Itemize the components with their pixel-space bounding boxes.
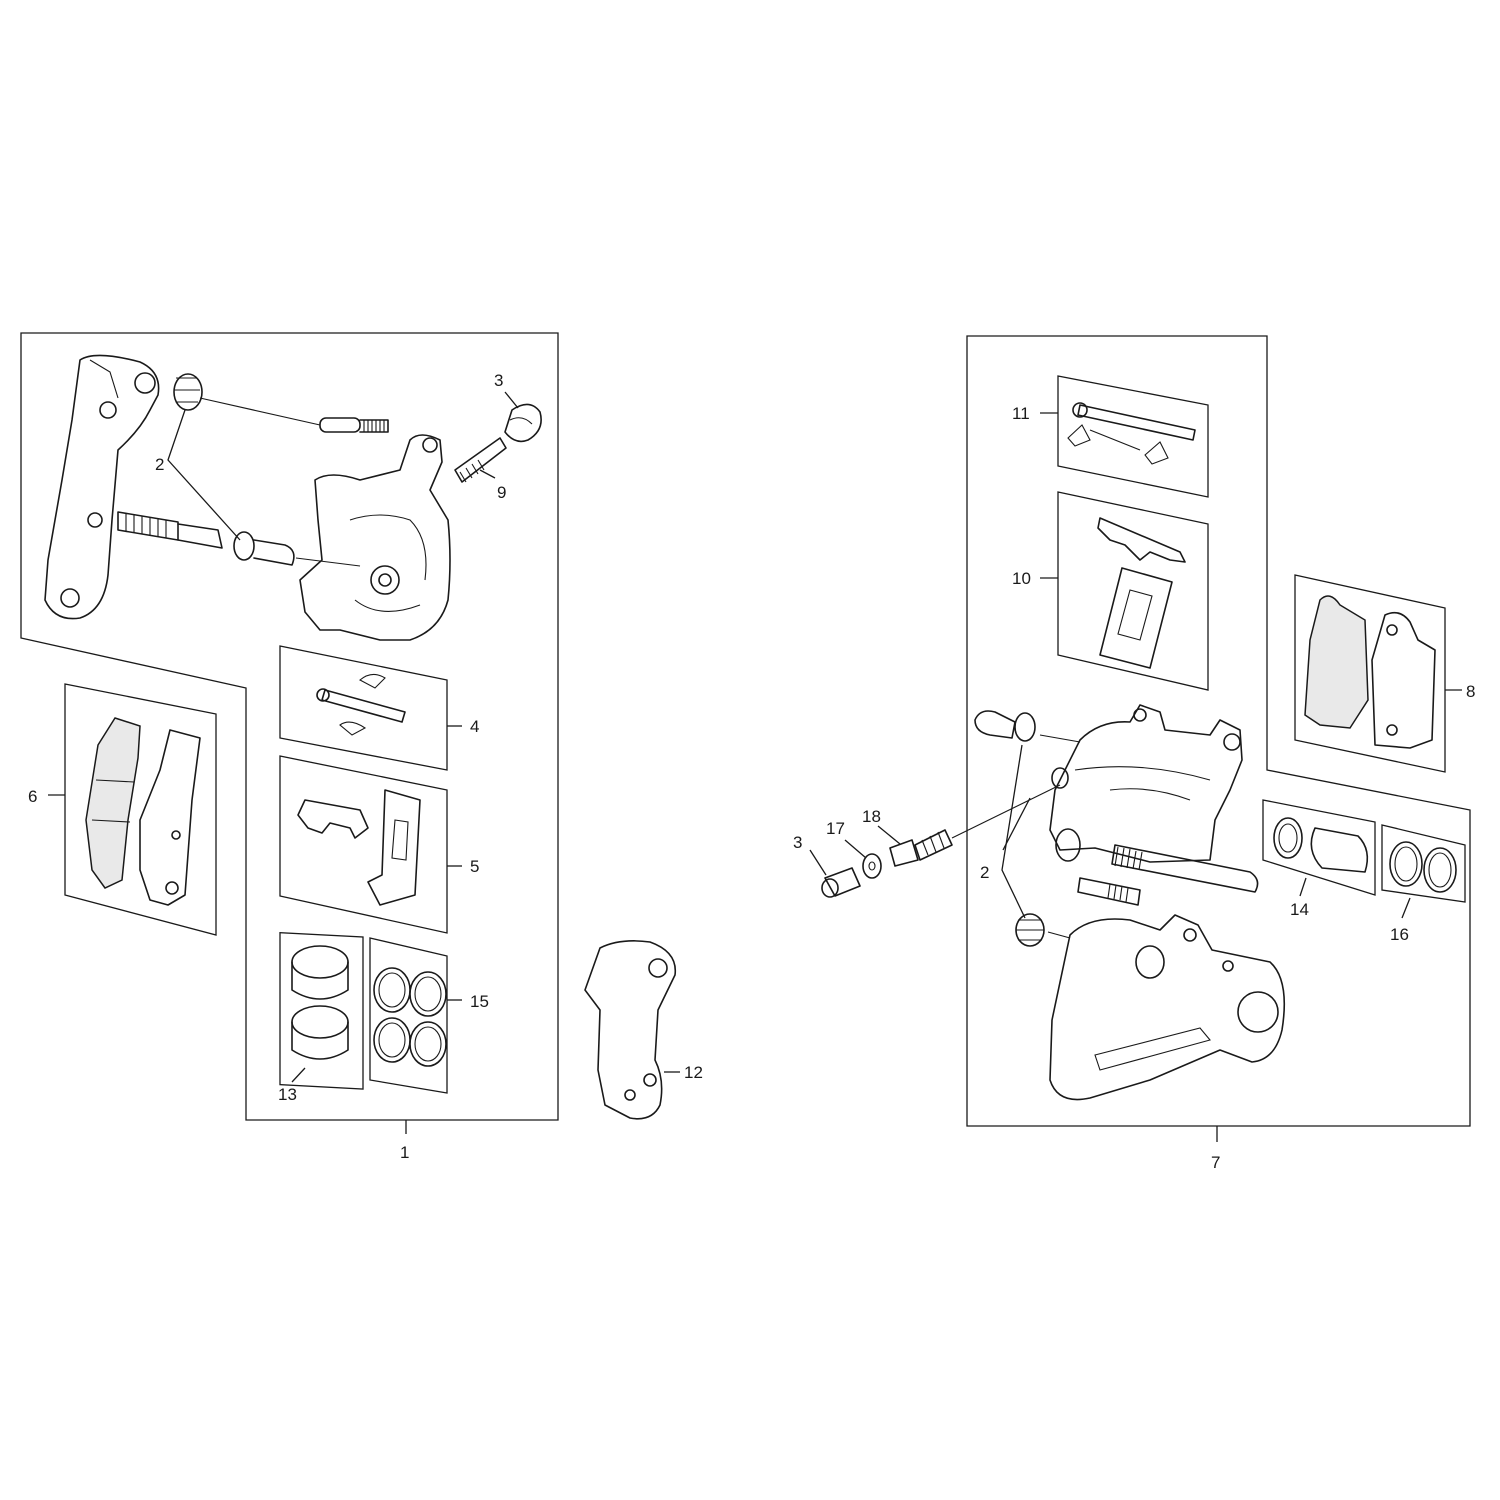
callout-10: 10 (1012, 569, 1031, 588)
rear-guide-pin-long (1111, 844, 1259, 893)
rear-spring-kit-box (1057, 491, 1209, 691)
front-brake-pads-group (48, 683, 217, 936)
callout-3-rear: 3 (793, 833, 802, 852)
callout-2-rear: 2 (980, 863, 989, 882)
rear-pad-spring (1097, 517, 1186, 669)
callout-9: 9 (497, 483, 506, 502)
front-caliper-assembly-group (20, 332, 559, 1134)
callout-3-front: 3 (494, 371, 503, 390)
rear-caliper-assembly-group (809, 335, 1471, 1142)
callout-14: 14 (1290, 900, 1309, 919)
leader-2a (167, 409, 241, 541)
front-pads-box (64, 683, 217, 936)
callout-13: 13 (278, 1085, 297, 1104)
rear-piston-kit-box (1262, 799, 1376, 896)
rear-bleeder-screw (889, 829, 953, 867)
callout-4: 4 (470, 717, 479, 736)
front-piston-seals (373, 967, 447, 1067)
rear-boot-lower (1015, 913, 1045, 947)
caliper-mount-bracket-12 (584, 940, 680, 1120)
rear-pad-pin-kit-box (1057, 375, 1209, 498)
front-pad-spring (297, 789, 421, 906)
rear-caliper-body (1049, 704, 1243, 863)
front-pad-pin-kit-box (279, 645, 448, 771)
callout-2-front: 2 (155, 455, 164, 474)
callout-12: 12 (684, 1063, 703, 1082)
front-pistons (291, 945, 349, 1060)
front-piston-kit-box (279, 931, 364, 1090)
rear-guide-pin-short (1077, 877, 1141, 906)
front-guide-pin-upper (319, 417, 389, 433)
front-spring-kit-box (279, 755, 448, 934)
rear-pads-box (1294, 574, 1446, 773)
front-pad-pin (316, 673, 406, 736)
front-caliper-bracket (44, 354, 160, 620)
front-caliper-outline-box (20, 332, 559, 1121)
callout-18: 18 (862, 807, 881, 826)
rear-pin-bolt (974, 710, 1036, 742)
rear-caliper-support-bracket (1049, 914, 1286, 1101)
rear-brake-pad-2 (1371, 611, 1436, 749)
front-bleeder-screw (454, 437, 507, 483)
callout-11: 11 (1012, 404, 1030, 423)
rear-brake-pad-1 (1304, 595, 1369, 729)
callout-17: 17 (826, 819, 845, 838)
callout-8: 8 (1466, 682, 1475, 701)
callout-7: 7 (1211, 1153, 1220, 1172)
front-brake-pad-2 (139, 729, 201, 906)
front-brake-pad-1 (85, 717, 141, 889)
callout-1: 1 (400, 1143, 409, 1162)
rear-pad-pin (1067, 402, 1196, 465)
callout-6: 6 (28, 787, 37, 806)
front-guide-pin-lower (117, 511, 295, 566)
front-bleeder-cap (504, 403, 542, 443)
front-caliper-body (299, 434, 451, 641)
rear-piston-and-seal (1273, 817, 1369, 873)
callout-16: 16 (1390, 925, 1409, 944)
rear-caliper-outline-box (966, 335, 1471, 1127)
front-boot-upper (173, 373, 203, 411)
rear-seal-kit-box (1381, 824, 1466, 903)
rear-bleeder-washer (862, 853, 882, 879)
callout-5: 5 (470, 857, 479, 876)
front-seal-kit-box (369, 937, 448, 1094)
callout-15: 15 (470, 992, 489, 1011)
rear-piston-seals (1389, 841, 1457, 893)
rear-bleeder-cap (821, 867, 861, 898)
